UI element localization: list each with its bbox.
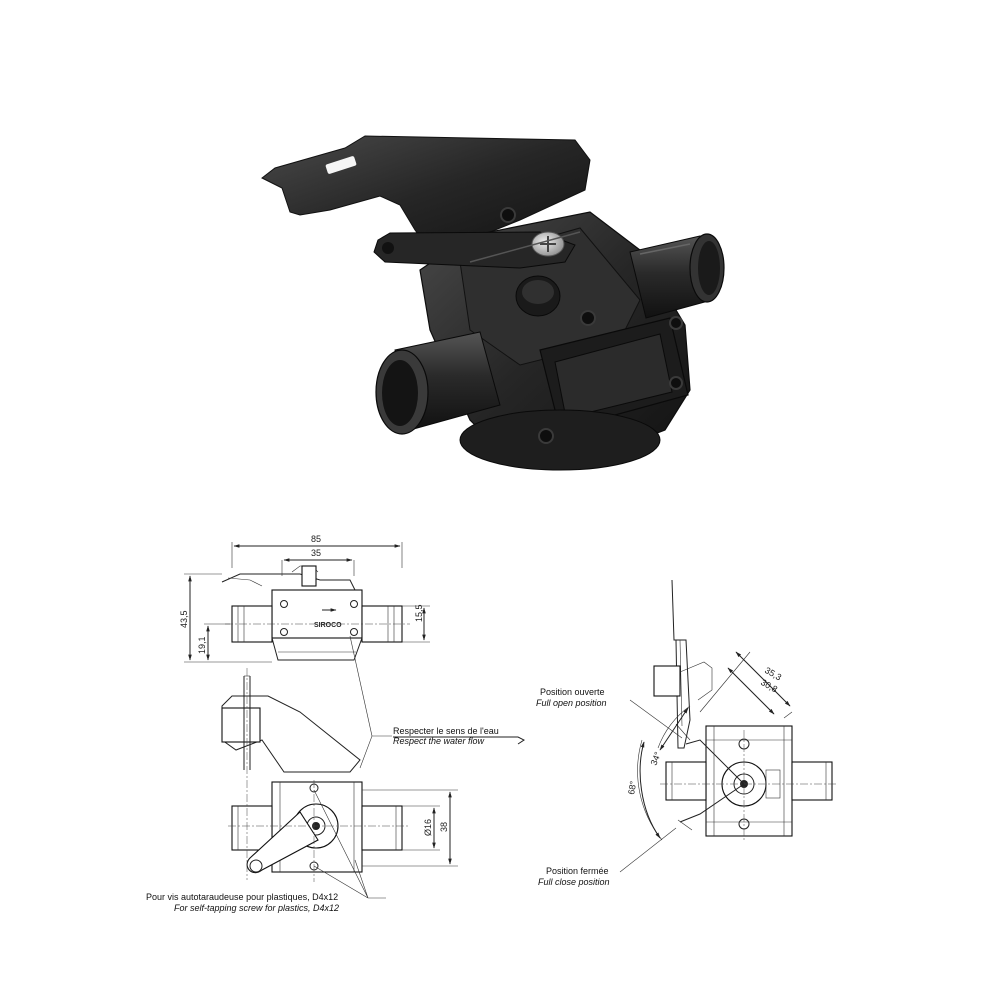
mount-hole: [580, 310, 596, 326]
dim-width-overall: 85: [311, 534, 321, 544]
dim-height-axis: 19,1: [197, 636, 207, 654]
dim-width-inner: 35: [311, 548, 321, 558]
dim-height: 38: [439, 822, 449, 832]
closed-label-en: Full close position: [538, 877, 610, 887]
closed-label-fr: Position fermée: [546, 866, 609, 876]
open-label-fr: Position ouverte: [540, 687, 605, 697]
dim-pipe-side: 15,5: [414, 604, 424, 622]
dim-diameter: Ø16: [423, 819, 433, 836]
top-view-drawing: Ø16 38 Respecter le sens de l'eau Respec…: [146, 635, 525, 913]
dim-height-overall: 43,5: [179, 610, 189, 628]
mount-hole: [500, 207, 516, 223]
control-lever: [373, 231, 576, 317]
inlet-pipe: [375, 331, 501, 435]
front-view-drawing: SIROCO 85 35 43,5 19,1 15,5: [179, 534, 430, 663]
side-view-drawing: 34° 68° 35,3 30,8 Position ouverte Full …: [536, 579, 838, 887]
flow-note-fr: Respecter le sens de l'eau: [393, 726, 499, 736]
flow-note-en: Respect the water flow: [393, 736, 485, 746]
brand-mark: SIROCO: [314, 622, 342, 629]
open-label-en: Full open position: [536, 698, 607, 708]
bracket-slot: [325, 156, 357, 174]
mount-hole: [538, 428, 554, 444]
mount-hole: [669, 376, 683, 390]
angle-large: 68°: [626, 780, 638, 796]
screw-note-en: For self-tapping screw for plastics, D4x…: [174, 903, 339, 913]
screw-note-fr: Pour vis autotaraudeuse pour plastiques,…: [146, 892, 338, 902]
outlet-pipe: [629, 233, 725, 319]
angle-small: 34°: [649, 750, 664, 767]
product-photo: [261, 135, 725, 471]
mount-hole: [669, 316, 683, 330]
